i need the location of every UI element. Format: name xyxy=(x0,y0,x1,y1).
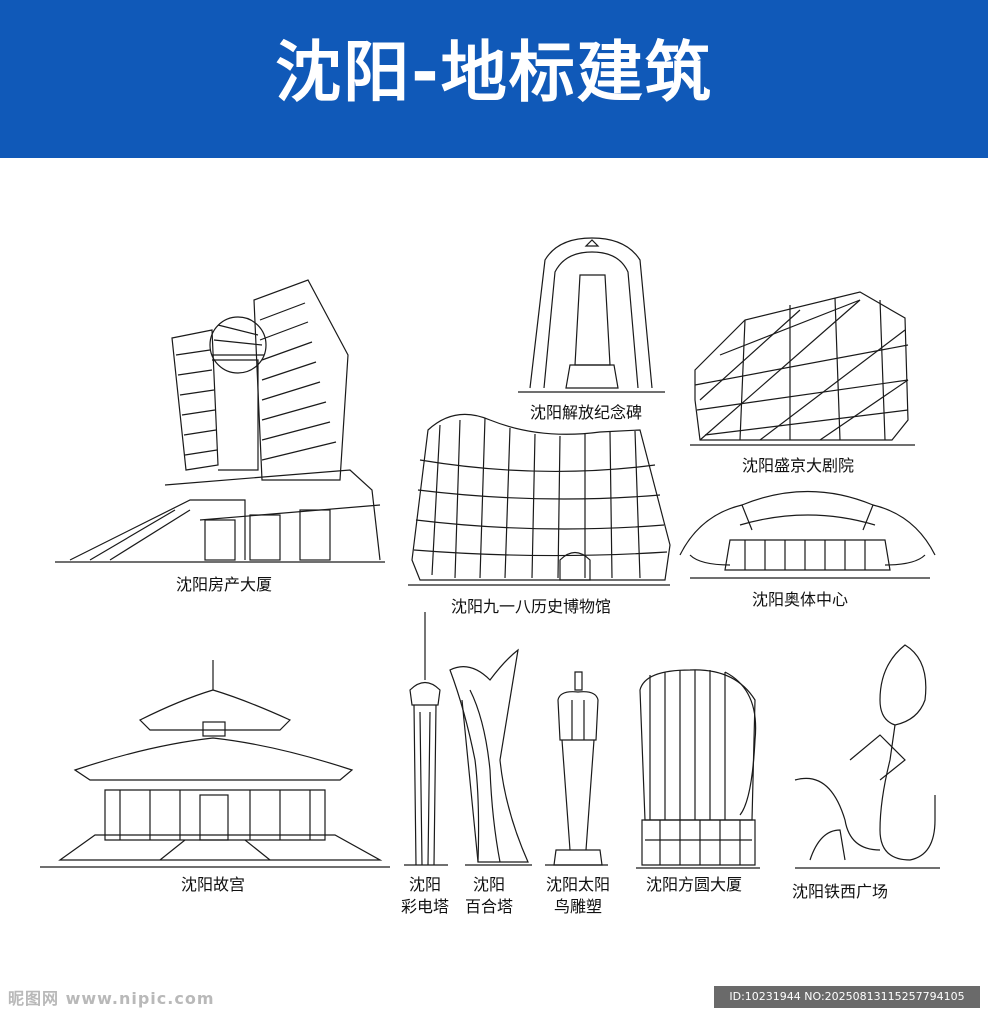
caption-fangyuan-mansion: 沈阳方圆大厦 xyxy=(646,875,743,894)
lily-tower-drawing xyxy=(449,648,532,866)
caption-tv-tower-line2: 彩电塔 xyxy=(400,897,449,916)
page-title: 沈阳-地标建筑 xyxy=(275,34,713,111)
caption-liberation-monument: 沈阳解放纪念碑 xyxy=(530,403,643,422)
fangyuan-mansion-drawing xyxy=(636,669,760,869)
title-banner: 沈阳-地标建筑 xyxy=(0,0,988,158)
tiexi-square-drawing xyxy=(794,644,940,869)
watermark-id: ID:10231944 NO:20250813115257794105 xyxy=(714,986,980,1008)
caption-fangchan-building: 沈阳房产大厦 xyxy=(176,575,273,594)
shengjing-grand-theatre-drawing xyxy=(690,291,915,446)
caption-tiexi-square: 沈阳铁西广场 xyxy=(792,882,889,901)
olympic-sports-center-drawing xyxy=(679,490,936,579)
caption-september-18-museum: 沈阳九一八历史博物馆 xyxy=(451,597,612,616)
caption-tv-tower-line1: 沈阳 xyxy=(408,875,441,894)
september-18-museum-drawing xyxy=(408,413,671,586)
caption-sun-bird-line2: 鸟雕塑 xyxy=(553,897,602,916)
caption-shengjing-theatre: 沈阳盛京大剧院 xyxy=(742,456,855,475)
caption-sun-bird: 沈阳太阳 鸟雕塑 xyxy=(540,874,616,918)
caption-mukden-palace: 沈阳故宫 xyxy=(181,875,246,894)
mukden-palace-drawing xyxy=(40,660,390,868)
caption-tv-tower: 沈阳 彩电塔 xyxy=(400,874,450,918)
fangchan-building-drawing xyxy=(55,279,385,563)
caption-lily-tower: 沈阳 百合塔 xyxy=(461,874,517,918)
sun-bird-sculpture-drawing xyxy=(545,671,608,866)
caption-olympic-center: 沈阳奥体中心 xyxy=(752,590,849,609)
tv-tower-drawing xyxy=(404,612,448,866)
caption-sun-bird-line1: 沈阳太阳 xyxy=(545,875,610,894)
liberation-monument-drawing xyxy=(518,237,665,393)
watermark-site: 昵图网 www.nipic.com xyxy=(8,989,215,1008)
caption-lily-tower-line1: 沈阳 xyxy=(472,875,505,894)
caption-lily-tower-line2: 百合塔 xyxy=(464,897,513,916)
landmark-illustrations xyxy=(40,237,940,869)
